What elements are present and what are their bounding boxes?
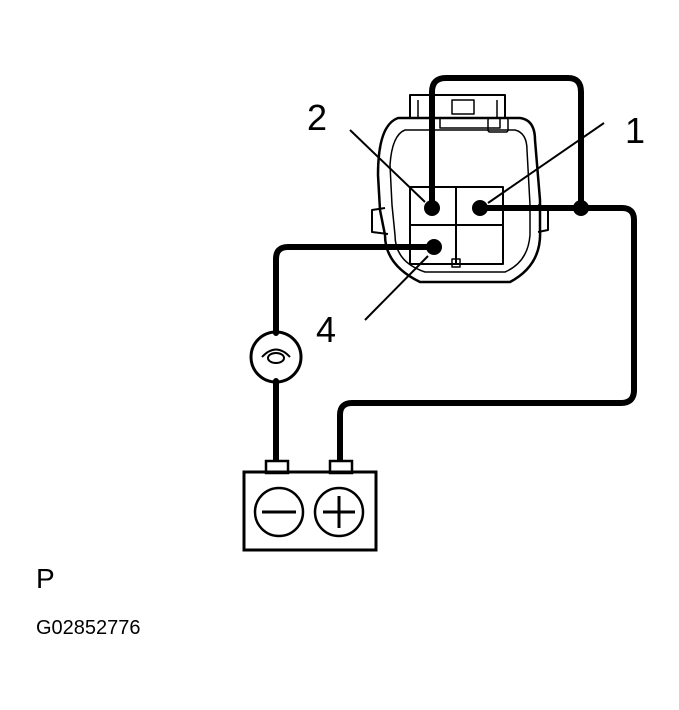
plus-sign-icon	[313, 486, 365, 538]
view-label: P	[36, 563, 55, 594]
switch-connector	[371, 94, 549, 284]
leader-line-4	[364, 255, 429, 321]
battery	[242, 459, 378, 552]
pin-label-4: 4	[316, 309, 336, 350]
minus-sign-icon	[253, 486, 305, 538]
test-bulb	[249, 330, 303, 384]
pin-label-2: 2	[307, 97, 327, 138]
wire-pin2-loop	[429, 75, 584, 211]
terminal-pins	[424, 200, 589, 255]
wire-pin1-to-positive	[337, 205, 637, 465]
leader-line-1	[487, 122, 605, 204]
wire-pin4-to-bulb	[273, 244, 437, 336]
pin-label-1: 1	[625, 110, 645, 151]
terminal-pin-4	[426, 239, 442, 255]
wire-harness	[273, 75, 637, 465]
leader-lines	[349, 122, 605, 321]
terminal-pin-2	[424, 200, 440, 216]
terminal-pin-1	[472, 200, 488, 216]
leader-line-2	[349, 129, 426, 203]
wire-junction	[573, 200, 589, 216]
figure-code: G02852776	[36, 617, 141, 639]
